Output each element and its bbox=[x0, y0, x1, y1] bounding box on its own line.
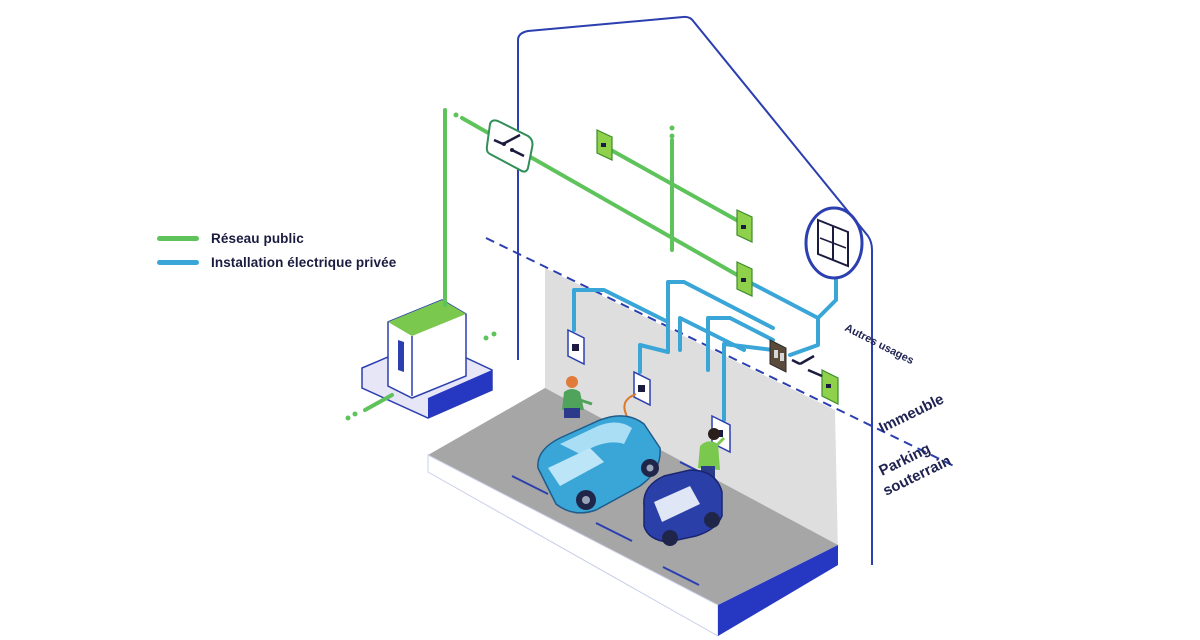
legend: Réseau public Installation électrique pr… bbox=[157, 228, 396, 276]
public-switch bbox=[485, 119, 534, 173]
meter-icon bbox=[596, 129, 613, 161]
legend-item-public-network: Réseau public bbox=[157, 228, 396, 249]
small-electric-car bbox=[643, 469, 723, 546]
legend-item-private-installation: Installation électrique privée bbox=[157, 252, 396, 273]
electric-car bbox=[537, 415, 661, 514]
meter-icon bbox=[821, 369, 839, 405]
transformer-station bbox=[361, 299, 493, 419]
legend-swatch-public bbox=[157, 236, 199, 241]
charging-station bbox=[567, 328, 585, 366]
legend-label-private: Installation électrique privée bbox=[211, 255, 397, 270]
meter-icon bbox=[736, 209, 753, 243]
legend-label-public: Réseau public bbox=[211, 231, 304, 246]
building-label: Immeuble bbox=[876, 391, 946, 437]
charging-station bbox=[633, 370, 651, 407]
meter-icon bbox=[736, 261, 753, 297]
private-installation-lines bbox=[572, 274, 838, 422]
other-uses-label: Autres usages bbox=[843, 322, 916, 367]
parking-floor bbox=[428, 388, 838, 605]
private-switch bbox=[791, 354, 823, 378]
parking-wall bbox=[545, 268, 838, 555]
distribution-board bbox=[769, 339, 787, 373]
legend-swatch-private bbox=[157, 260, 199, 265]
parking-floor-edge-right bbox=[718, 545, 838, 636]
connection-dots bbox=[345, 112, 675, 421]
person-with-phone bbox=[562, 376, 593, 418]
building-outline bbox=[517, 15, 873, 565]
other-uses-icon bbox=[804, 206, 864, 280]
